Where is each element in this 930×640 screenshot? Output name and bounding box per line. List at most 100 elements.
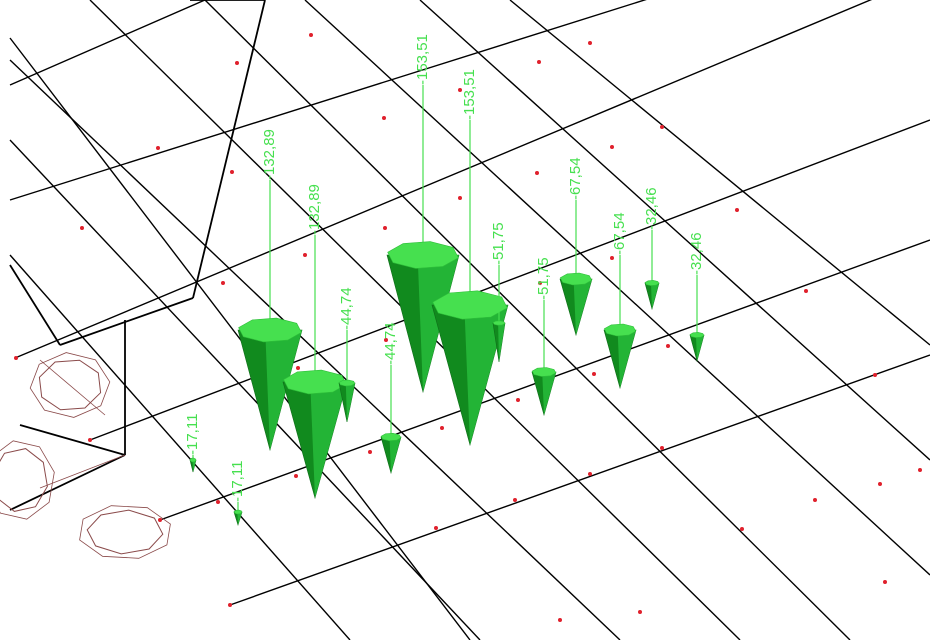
column-outline-2 [79,505,171,559]
grid-node-5 [588,41,592,45]
grid-node-39 [588,472,592,476]
grid-node-13 [660,125,664,129]
load-cone-shade [389,437,401,473]
grid-node-10 [458,196,462,200]
grid-node-22 [14,356,18,360]
point-load-5: -44,74 [380,322,402,475]
grid-node-24 [158,518,162,522]
frame-member-6 [19,424,126,456]
grid-node-7 [230,170,234,174]
grid-node-40 [660,446,664,450]
grid-line-d4 [419,0,930,461]
frame-members [9,0,266,511]
load-cap [380,432,402,442]
grid-line-u3 [229,354,930,606]
grid-node-6 [156,146,160,150]
slab-grid [9,0,930,640]
grid-node-37 [434,526,438,530]
grid-node-23 [88,438,92,442]
grid-node-17 [384,338,388,342]
load-cone-shade [695,335,704,361]
load-cap [283,369,347,395]
load-cone-shade [310,382,347,498]
grid-node-15 [221,281,225,285]
point-load-1: -17,11 [229,461,246,527]
grid-node-33 [873,373,877,377]
grid-node-9 [383,226,387,230]
load-cap [189,457,197,463]
grid-node-31 [666,344,670,348]
load-cap [603,323,637,337]
load-value-label: -67,54 [567,157,584,200]
grid-node-35 [918,468,922,472]
load-value-label: -153,51 [461,69,478,120]
grid-node-43 [558,618,562,622]
load-cap [644,280,660,286]
grid-line-d0 [9,37,471,640]
frame-member-3 [9,264,61,346]
point-load-2: -132,89 [237,129,303,452]
grid-node-34 [878,482,882,486]
grid-line-d3 [304,0,930,576]
load-cap [559,272,593,286]
load-cone-shade [265,330,302,450]
grid-node-45 [883,580,887,584]
grid-node-3 [458,88,462,92]
grid-node-38 [513,498,517,502]
load-value-label: -132,89 [306,184,323,235]
grid-node-21 [735,208,739,212]
load-value-label: -51,75 [490,222,507,265]
column-outline-0 [29,352,111,418]
load-value-label: -51,75 [535,257,552,300]
load-cap [531,367,557,377]
point-load-7: -153,51 [431,69,509,447]
frame-member-5 [9,454,126,511]
grid-line-d6 [9,139,481,640]
grid-node-11 [535,171,539,175]
grid-node-29 [516,398,520,402]
load-cap [387,241,459,269]
grid-node-19 [538,281,542,285]
load-value-label: -32,46 [688,232,705,275]
column-section-0 [38,359,102,411]
point-load-4: -44,74 [338,287,356,423]
load-cone-shade [617,330,636,388]
grid-node-16 [296,366,300,370]
column-link-1 [39,454,126,489]
grid-node-32 [804,289,808,293]
point-loads: -17,11-17,11-132,89-132,89-44,74-44,74-1… [184,34,705,527]
load-value-label: -67,54 [611,212,628,255]
grid-node-42 [813,498,817,502]
grid-line-u1 [89,119,930,441]
column-section-2 [86,509,164,555]
load-cap [338,379,356,387]
frame-member-1 [192,0,266,299]
column-sections [0,352,171,559]
column-link-0 [39,359,106,416]
grid-node-30 [592,372,596,376]
load-cone-shade [573,279,592,335]
point-load-11: -67,54 [603,212,637,390]
grid-node-44 [638,610,642,614]
grid-node-26 [294,474,298,478]
load-value-label: -153,51 [414,34,431,85]
load-cap [238,317,302,343]
load-cap [689,332,705,338]
grid-line-u0 [14,0,873,359]
load-value-label: -44,74 [382,322,399,365]
grid-node-2 [382,116,386,120]
grid-node-0 [235,61,239,65]
load-cap [432,290,508,320]
grid-line-u5 [9,0,207,86]
point-load-13: -32,46 [688,232,705,363]
grid-node-8 [303,253,307,257]
grid-node-27 [368,450,372,454]
load-cone-shade [498,323,505,362]
grid-line-d5 [509,0,930,346]
grid-node-36 [216,500,220,504]
point-load-12: -32,46 [643,187,660,311]
grid-node-41 [740,527,744,531]
load-cap [233,509,243,515]
